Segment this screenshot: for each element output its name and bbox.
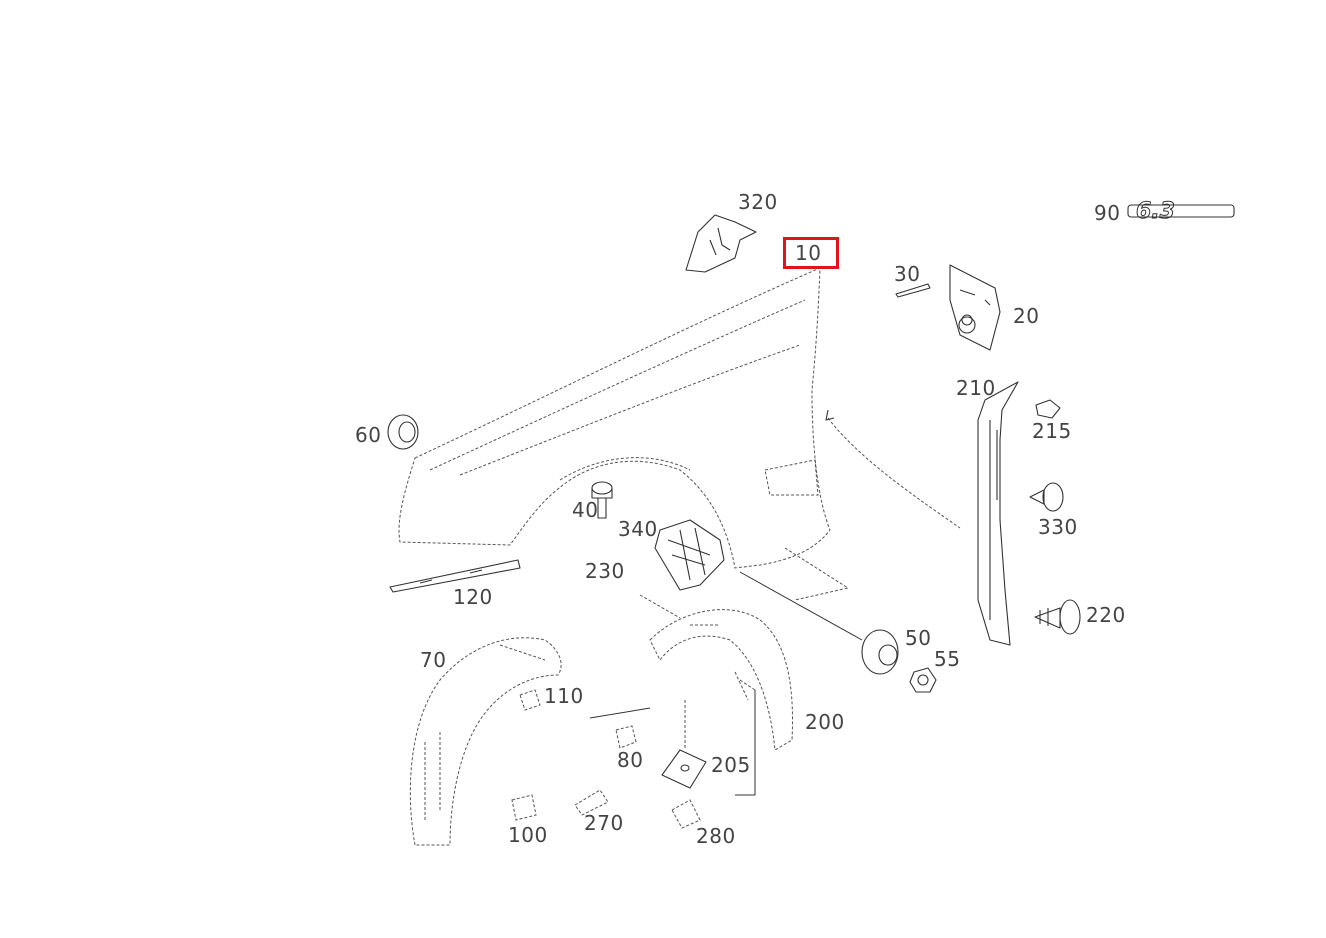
badge-63-part[interactable]: 6.3 xyxy=(1127,199,1235,225)
fastener-100-part[interactable] xyxy=(511,794,537,821)
label-60[interactable]: 60 xyxy=(355,423,382,447)
label-320[interactable]: 320 xyxy=(738,190,778,214)
label-280[interactable]: 280 xyxy=(696,824,736,848)
label-50[interactable]: 50 xyxy=(905,626,932,650)
label-100[interactable]: 100 xyxy=(508,823,548,847)
rod-part[interactable] xyxy=(825,409,961,529)
label-200[interactable]: 200 xyxy=(805,710,845,734)
label-55[interactable]: 55 xyxy=(934,647,961,671)
label-215[interactable]: 215 xyxy=(1032,419,1072,443)
label-20[interactable]: 20 xyxy=(1013,304,1040,328)
wheel-liner-70-part[interactable] xyxy=(409,637,562,846)
label-30[interactable]: 30 xyxy=(894,262,921,286)
pillar-trim-part[interactable] xyxy=(977,381,1019,646)
clip-280-part[interactable] xyxy=(671,799,701,829)
label-220[interactable]: 220 xyxy=(1086,603,1126,627)
clip-230-part[interactable] xyxy=(639,594,681,619)
label-80[interactable]: 80 xyxy=(617,748,644,772)
hinge-plate-part[interactable] xyxy=(949,264,1001,351)
label-40[interactable]: 40 xyxy=(572,498,599,522)
label-120[interactable]: 120 xyxy=(453,585,493,609)
strip-120-part[interactable] xyxy=(389,559,521,593)
fender-part[interactable] xyxy=(398,267,850,601)
badge-text: 6.3 xyxy=(1136,199,1175,224)
nut-55-part[interactable] xyxy=(909,667,937,693)
highlight-box xyxy=(783,237,839,269)
label-340[interactable]: 340 xyxy=(618,517,658,541)
clip-110-part[interactable] xyxy=(519,689,541,711)
grommet-50-part[interactable] xyxy=(739,571,899,675)
fastener-80-part[interactable] xyxy=(615,725,637,749)
label-110[interactable]: 110 xyxy=(544,684,584,708)
label-270[interactable]: 270 xyxy=(584,811,624,835)
label-205[interactable]: 205 xyxy=(711,753,751,777)
label-10[interactable]: 10 xyxy=(795,241,822,265)
label-210[interactable]: 210 xyxy=(956,376,996,400)
push-rivet-330-part[interactable] xyxy=(1029,482,1064,512)
upper-bracket-part[interactable] xyxy=(685,214,757,273)
grille-bracket-part[interactable] xyxy=(654,519,725,591)
wheel-liner-200-part[interactable] xyxy=(589,609,793,796)
clip-270-part[interactable] xyxy=(574,789,609,816)
grommet-60-part[interactable] xyxy=(387,414,419,450)
fastener-220-part[interactable] xyxy=(1034,599,1081,635)
label-90[interactable]: 90 xyxy=(1094,201,1121,225)
label-230[interactable]: 230 xyxy=(585,559,625,583)
clip-215-part[interactable] xyxy=(1035,399,1061,419)
bolt-40-part[interactable] xyxy=(591,481,613,519)
bracket-205-part[interactable] xyxy=(661,700,707,789)
label-70[interactable]: 70 xyxy=(420,648,447,672)
label-330[interactable]: 330 xyxy=(1038,515,1078,539)
pin-part[interactable] xyxy=(895,283,931,298)
